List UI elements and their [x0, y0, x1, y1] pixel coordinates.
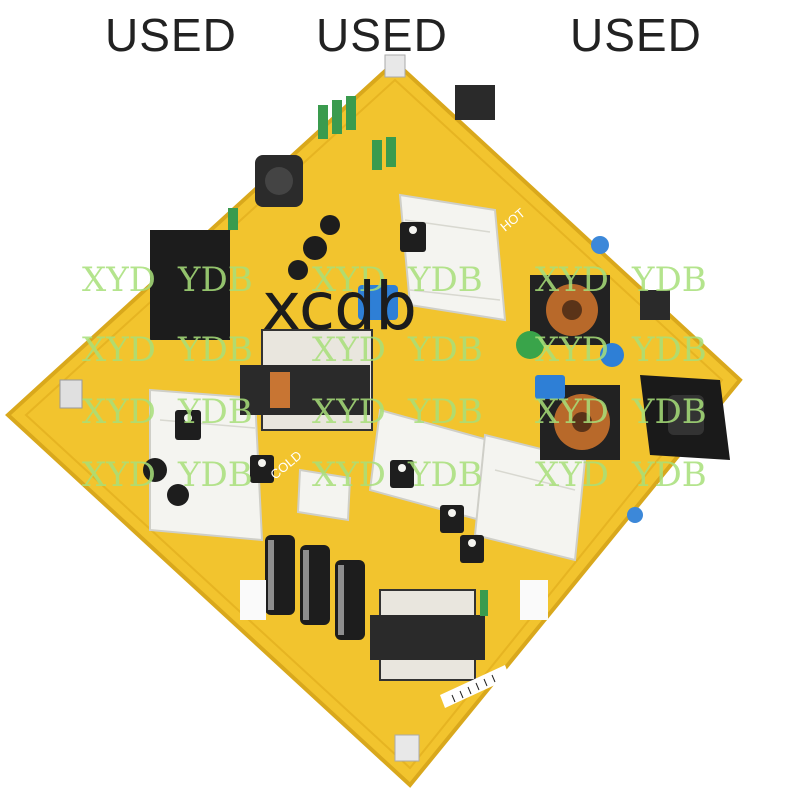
watermark-text: YDB: [632, 330, 707, 370]
heatsinks: [149, 193, 587, 562]
watermark-text: YDB: [408, 392, 483, 432]
power-inductor: [255, 155, 303, 207]
watermark-text: YDB: [632, 455, 707, 495]
capacitor-stripes: [268, 540, 344, 635]
watermark-text: XYD: [82, 260, 156, 300]
film-capacitors: [358, 236, 643, 523]
watermark-text: XYD: [312, 260, 386, 300]
watermark-text: YDB: [178, 392, 253, 432]
watermark-text: YDB: [178, 455, 253, 495]
ac-inlet-socket: [640, 375, 730, 460]
watermark-text: XYD: [82, 392, 156, 432]
watermark-text: YDB: [408, 260, 483, 300]
watermark-text: XYD: [312, 455, 386, 495]
resistors: [228, 96, 488, 616]
barcode-sticker: [440, 665, 510, 708]
watermark-text: XYD: [535, 455, 609, 495]
transformer-main: [240, 329, 373, 431]
used-label-left: USED: [105, 9, 237, 61]
used-label-center: USED: [316, 9, 448, 61]
brand-watermark: xcdb: [262, 268, 417, 345]
transistor-holes: [184, 226, 476, 547]
watermark-text: YDB: [632, 392, 707, 432]
watermark-text: XYD: [82, 455, 156, 495]
transistors: [175, 222, 484, 563]
watermark-text: YDB: [408, 330, 483, 370]
watermark-text: XYD: [535, 330, 609, 370]
watermark-text: XYD: [312, 392, 386, 432]
standby-block: [150, 230, 230, 340]
watermark-text: XYD: [535, 392, 609, 432]
watermark-text: XYD: [535, 260, 609, 300]
watermark-text: YDB: [632, 260, 707, 300]
watermark-text: YDB: [178, 330, 253, 370]
used-label-right: USED: [570, 9, 702, 61]
transformer-secondary: [370, 589, 485, 681]
watermark-text: XYD: [312, 330, 386, 370]
pcb-board: [5, 59, 743, 788]
watermark-text: XYD: [82, 330, 156, 370]
connectors: [59, 54, 670, 762]
watermark-text: YDB: [408, 455, 483, 495]
watermark-text: YDB: [178, 260, 253, 300]
